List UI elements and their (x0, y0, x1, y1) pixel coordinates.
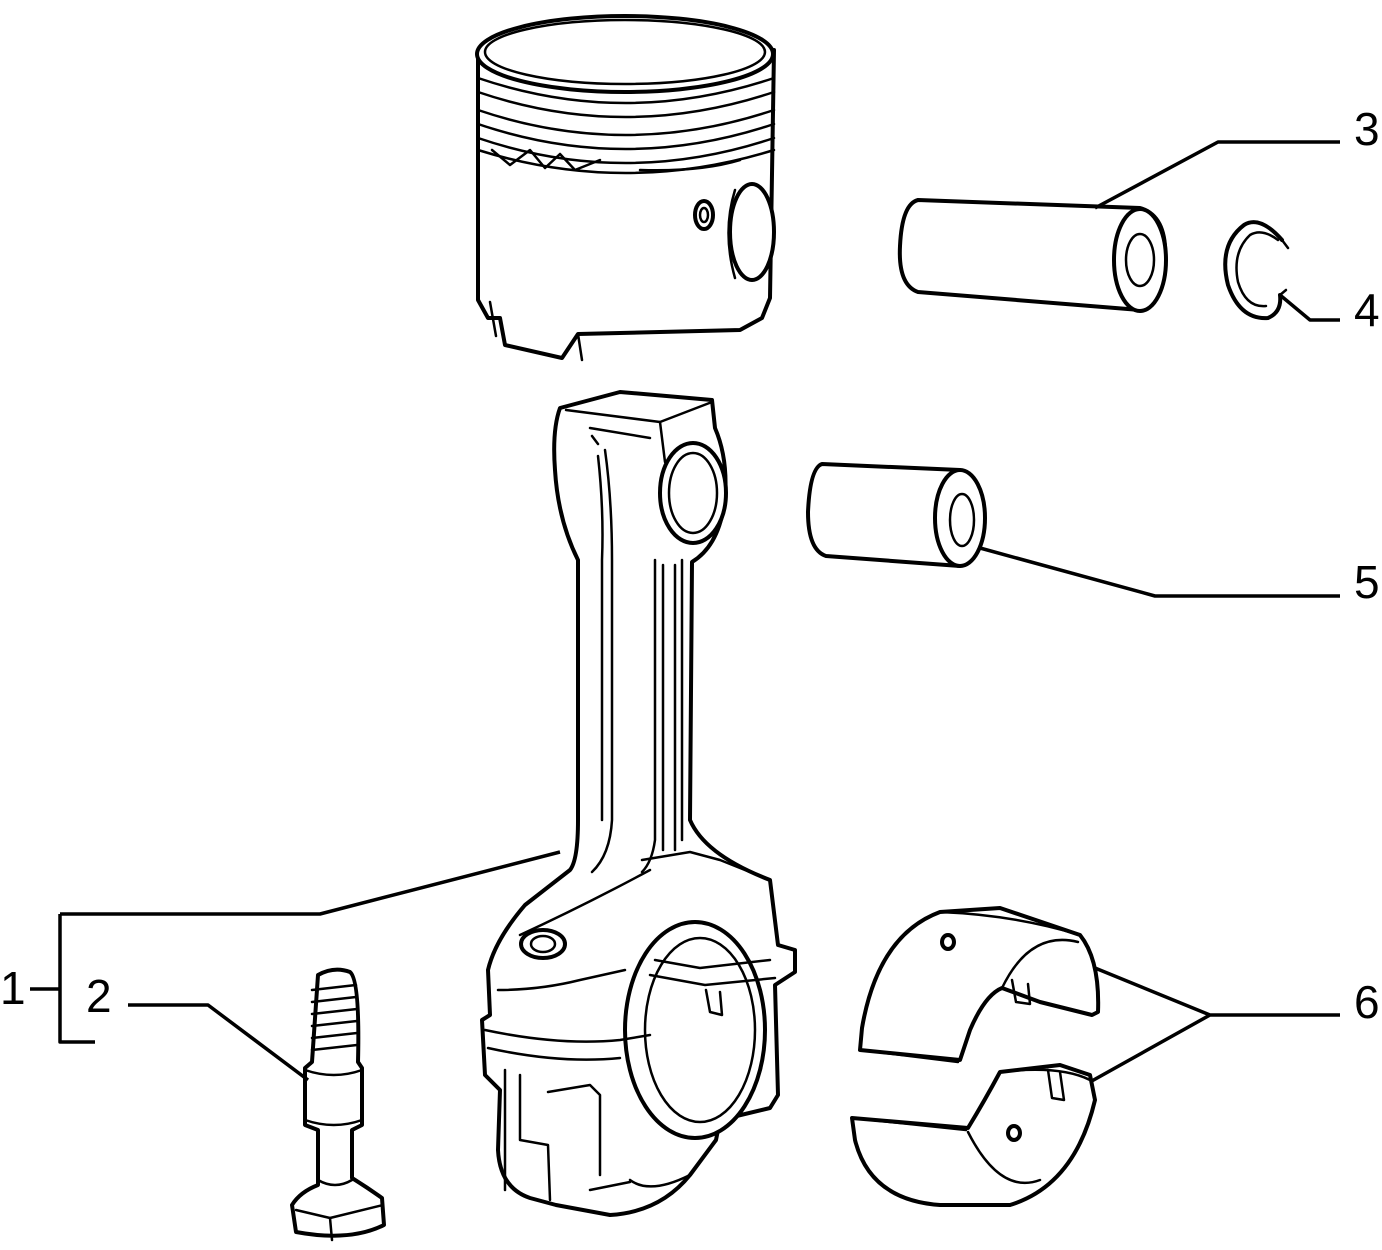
leader-lines (30, 140, 1340, 1084)
leader-6 (1089, 966, 1340, 1084)
callout-2: 2 (86, 970, 112, 1022)
connecting-rod[interactable] (480, 390, 797, 1217)
small-end-bushing[interactable] (806, 462, 987, 568)
leader-4 (1278, 293, 1340, 322)
leader-1 (30, 850, 561, 1044)
leader-2 (128, 1003, 310, 1082)
callout-labels: 1 2 3 4 5 6 (0, 103, 1380, 1028)
callout-3: 3 (1354, 103, 1380, 155)
callout-4: 4 (1354, 284, 1380, 336)
piston-pin[interactable] (897, 198, 1168, 313)
callout-6: 6 (1354, 976, 1380, 1028)
callout-5: 5 (1354, 556, 1380, 608)
callout-1: 1 (0, 962, 26, 1014)
leader-5 (979, 546, 1340, 598)
piston[interactable] (475, 14, 776, 362)
connecting-rod-bolt[interactable] (290, 967, 386, 1242)
leader-3 (1094, 140, 1340, 210)
bearing-shells[interactable] (850, 906, 1101, 1207)
circlip[interactable] (1223, 220, 1290, 321)
